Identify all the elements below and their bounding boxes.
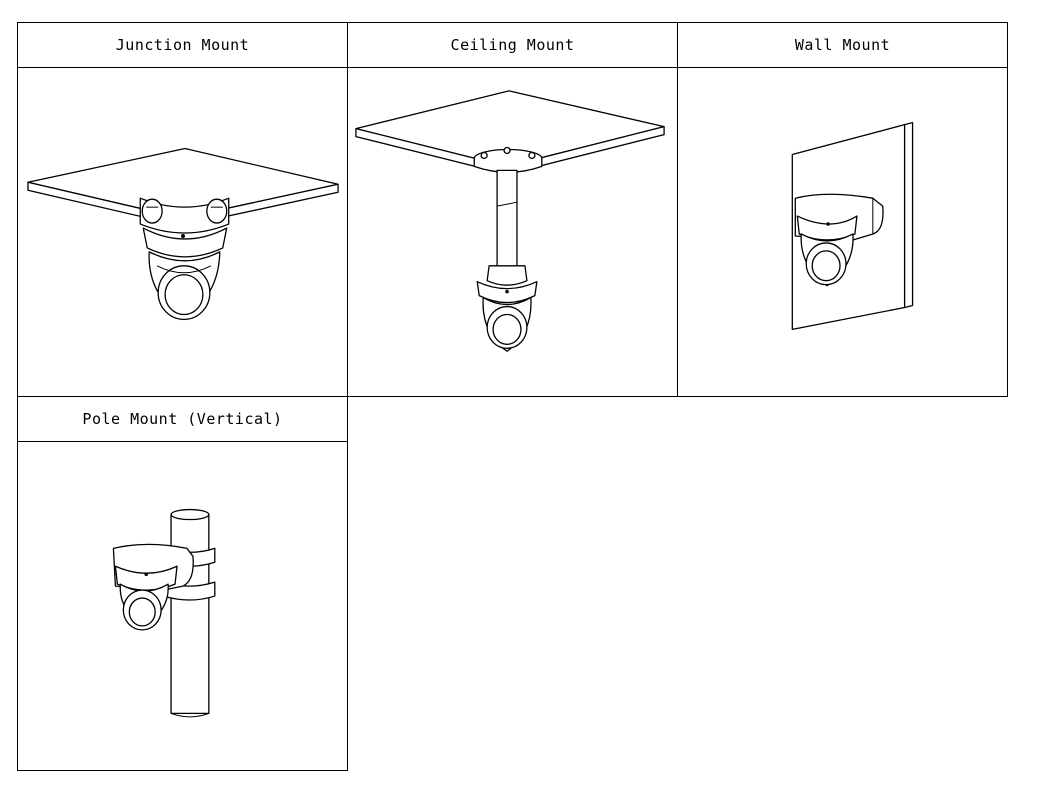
ceiling-mount-illustration <box>348 67 677 396</box>
junction-mount-illustration <box>18 67 347 396</box>
mount-cell-pole-vertical: Pole Mount (Vertical) <box>17 396 348 771</box>
wall-mount-illustration <box>678 67 1007 396</box>
mount-cell-wall: Wall Mount <box>677 22 1008 397</box>
mount-cell-junction: Junction Mount <box>17 22 348 397</box>
pole-mount-vertical-illustration <box>18 441 347 770</box>
mount-title-ceiling: Ceiling Mount <box>348 23 677 68</box>
mount-cell-ceiling: Ceiling Mount <box>347 22 678 397</box>
mount-title-wall: Wall Mount <box>678 23 1007 68</box>
mount-title-junction: Junction Mount <box>18 23 347 68</box>
mount-title-pole-vertical: Pole Mount (Vertical) <box>18 397 347 442</box>
